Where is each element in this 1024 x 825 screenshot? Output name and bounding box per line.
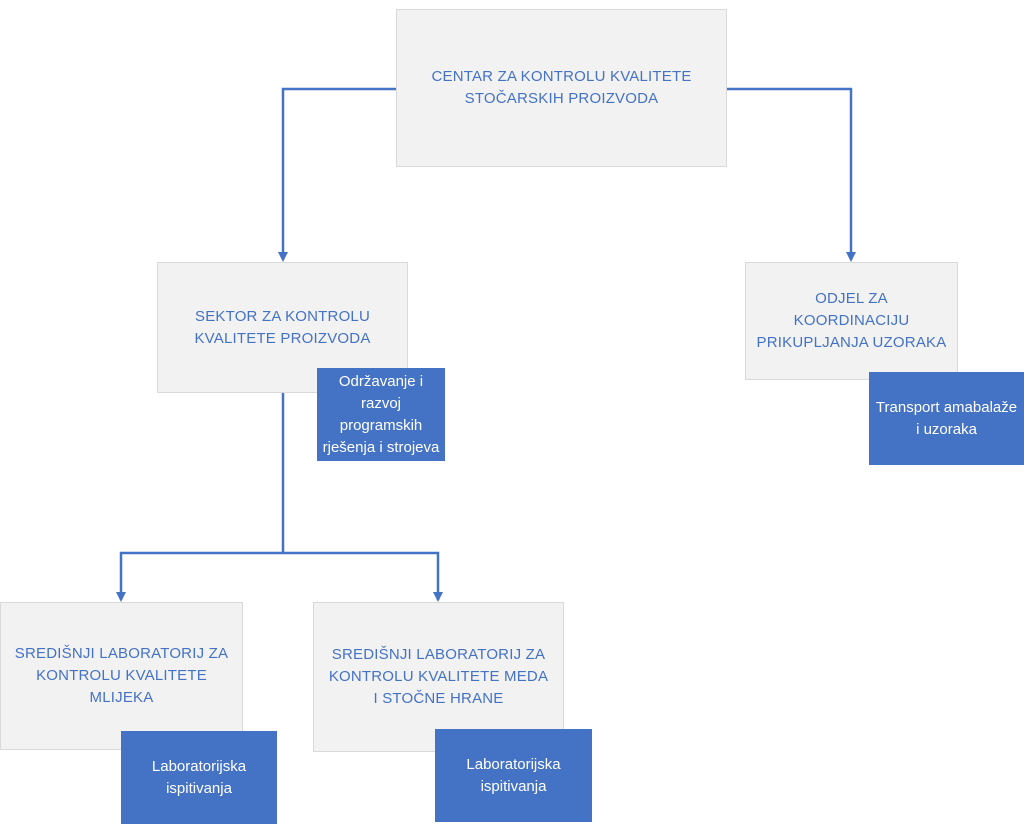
sector-node-title: SEKTOR ZA KONTROLU KVALITETE PROIZVODA (194, 307, 371, 347)
sector-unit-node: Održavanje i razvoj programskih rješenja… (317, 368, 445, 461)
lab-milk-node-title: SREDIŠNJI LABORATORIJ ZA KONTROLU KVALIT… (14, 645, 229, 706)
connector-root-to-sector (278, 87, 396, 262)
connector-to-lab-milk (116, 551, 283, 602)
connector-to-lab-honey-feed (283, 551, 443, 602)
department-unit-label: Transport amabalaže i uzoraka (875, 398, 1018, 438)
lab-milk-unit-label: Laboratorijska ispitivanja (151, 757, 247, 797)
lab-milk-node: SREDIŠNJI LABORATORIJ ZA KONTROLU KVALIT… (0, 602, 243, 750)
lab-milk-unit-node: Laboratorijska ispitivanja (121, 731, 277, 824)
lab-honey-feed-unit-label: Laboratorijska ispitivanja (466, 755, 561, 795)
lab-honey-feed-node: SREDIŠNJI LABORATORIJ ZA KONTROLU KVALIT… (313, 602, 564, 752)
root-node-title: CENTAR ZA KONTROLU KVALITETE STOČARSKIH … (431, 68, 692, 107)
sector-unit-label: Održavanje i razvoj programskih rješenja… (322, 372, 440, 456)
department-node: ODJEL ZA KOORDINACIJU PRIKUPLJANJA UZORA… (745, 262, 958, 380)
lab-honey-feed-node-title: SREDIŠNJI LABORATORIJ ZA KONTROLU KVALIT… (328, 646, 549, 707)
lab-honey-feed-unit-node: Laboratorijska ispitivanja (435, 729, 592, 822)
department-unit-node: Transport amabalaže i uzoraka (869, 372, 1024, 465)
connector-root-to-department (727, 87, 856, 262)
department-node-title: ODJEL ZA KOORDINACIJU PRIKUPLJANJA UZORA… (756, 290, 947, 351)
root-node: CENTAR ZA KONTROLU KVALITETE STOČARSKIH … (396, 9, 727, 167)
